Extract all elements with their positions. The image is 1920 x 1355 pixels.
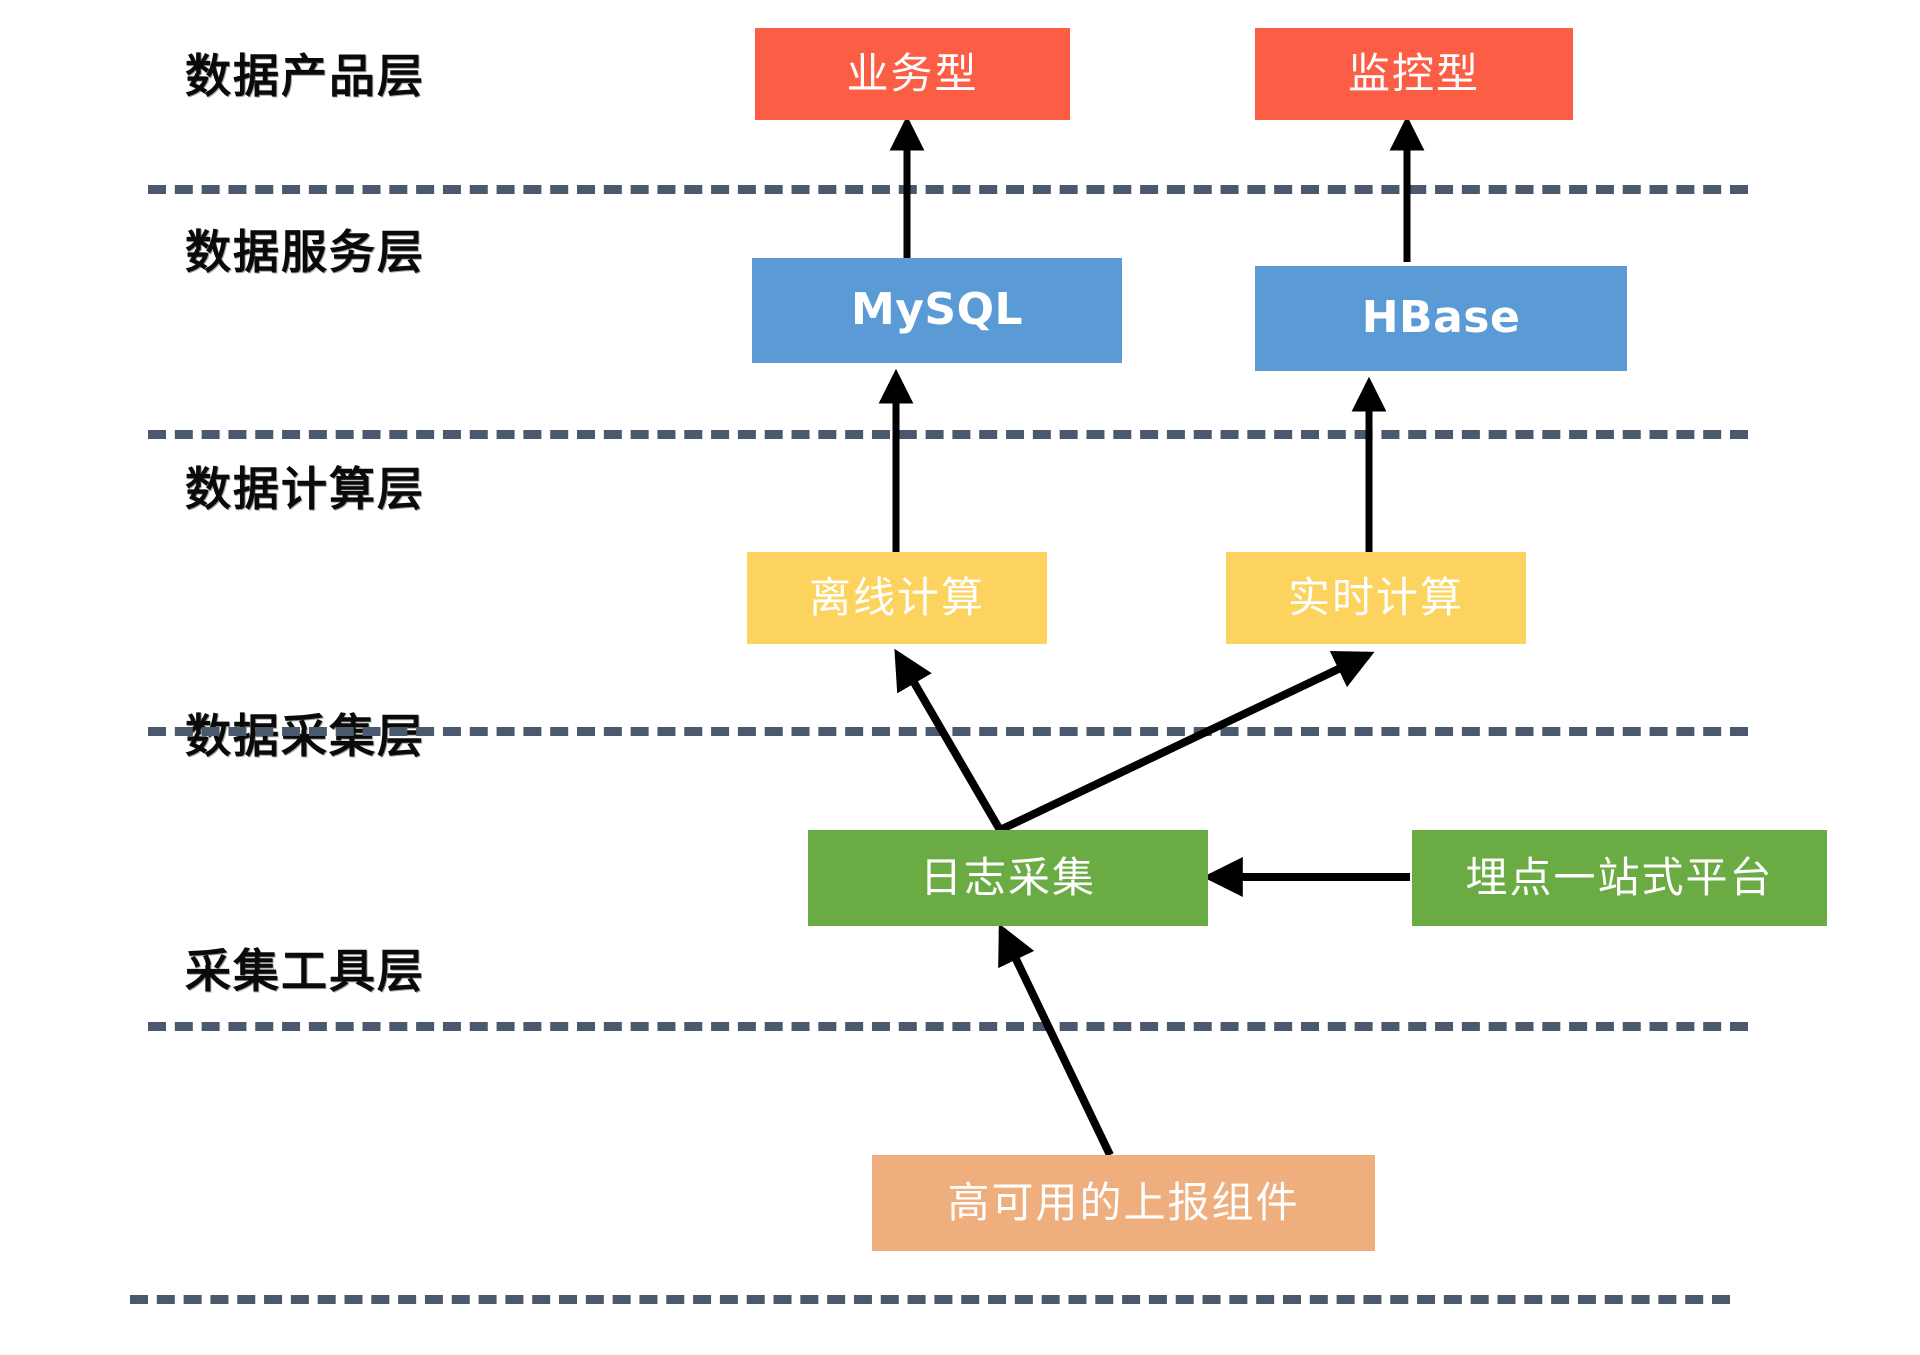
node-logcollect[interactable]: 日志采集: [808, 830, 1208, 926]
arrow-logcollect-to-offline: [894, 648, 1004, 833]
arrow-reporter-to-logcollect: [998, 923, 1114, 1157]
node-hbase[interactable]: HBase: [1255, 266, 1627, 371]
divider-compute-collect: [148, 727, 1748, 736]
divider-collect-tool: [148, 1022, 1748, 1031]
divider-bottom: [130, 1295, 1730, 1304]
node-offline[interactable]: 离线计算: [747, 552, 1047, 644]
arrow-logcollect-to-realtime: [998, 651, 1375, 834]
layer-label-tool: 采集工具层: [185, 944, 425, 998]
divider-product-service: [148, 185, 1748, 194]
divider-service-compute: [148, 430, 1748, 439]
node-reporter[interactable]: 高可用的上报组件: [872, 1155, 1375, 1251]
layer-label-product: 数据产品层: [185, 49, 425, 103]
layer-label-collect: 数据采集层: [185, 709, 425, 763]
node-business[interactable]: 业务型: [755, 28, 1070, 120]
node-monitor[interactable]: 监控型: [1255, 28, 1573, 120]
node-realtime[interactable]: 实时计算: [1226, 552, 1526, 644]
layer-label-service: 数据服务层: [185, 225, 425, 279]
node-platform[interactable]: 埋点一站式平台: [1412, 830, 1827, 926]
node-mysql[interactable]: MySQL: [752, 258, 1122, 363]
layer-label-compute: 数据计算层: [185, 462, 425, 516]
